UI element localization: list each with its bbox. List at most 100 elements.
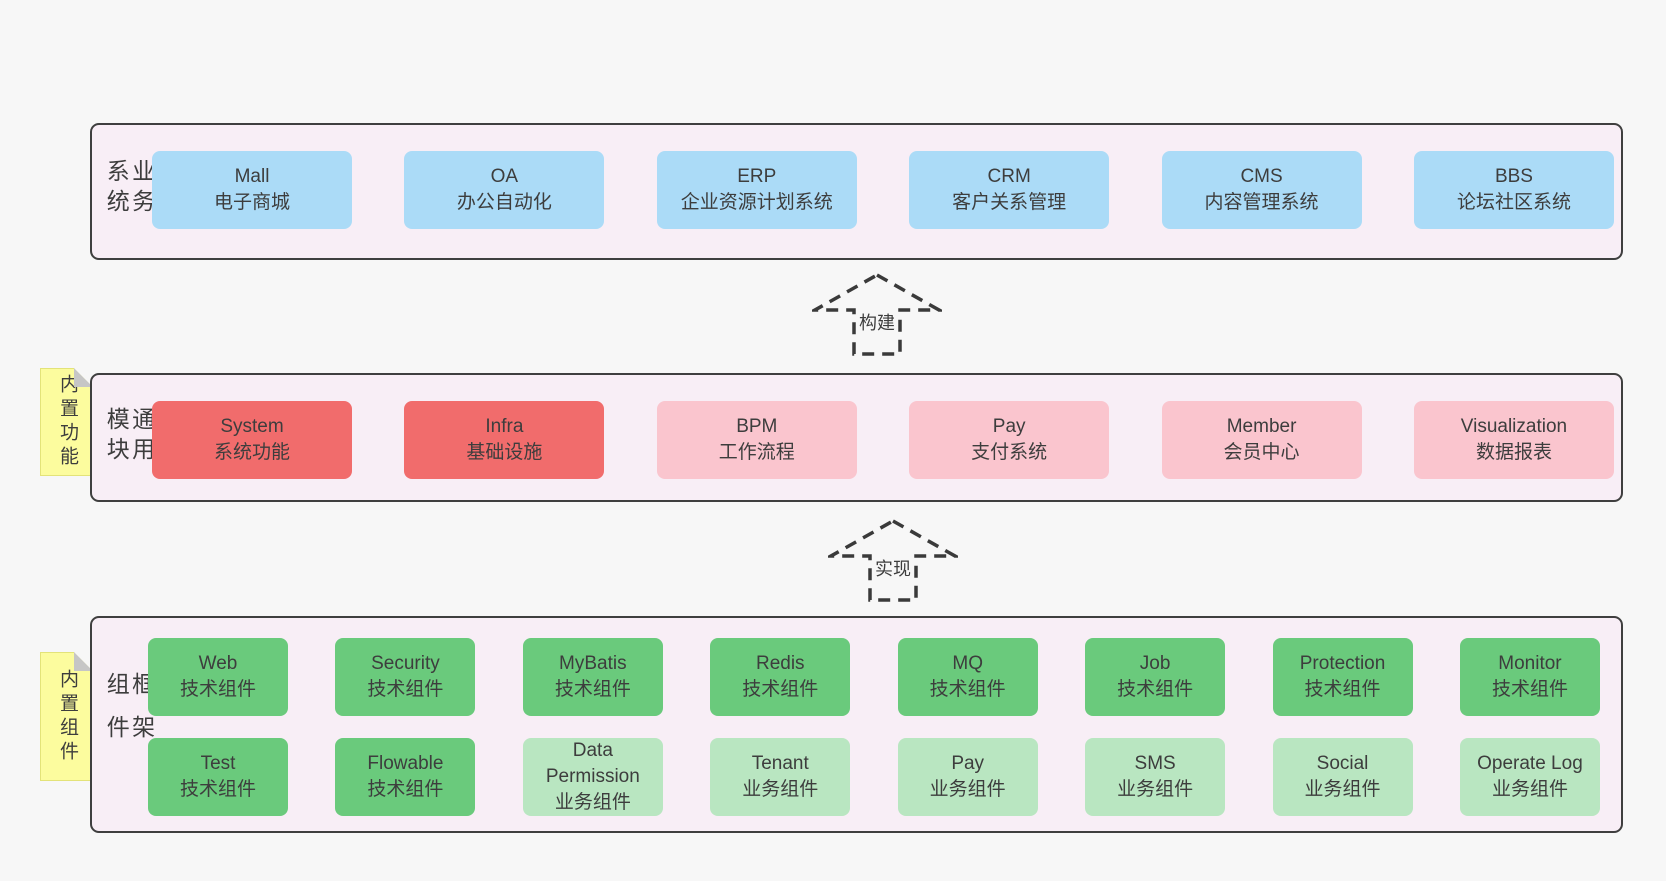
box-mq: MQ 技术组件 xyxy=(897,638,1038,716)
box-subtitle: 数据报表 xyxy=(1475,442,1552,463)
box-protection: Protection 技术组件 xyxy=(1272,638,1413,716)
box-subtitle: 技术组件 xyxy=(742,679,819,700)
box-subtitle: 业务组件 xyxy=(929,779,1006,800)
box-subtitle: 技术组件 xyxy=(1117,679,1194,700)
box-erp: ERP 企业资源计划系统 xyxy=(656,151,857,229)
common-modules-layer: 通用模块 System 系统功能 Infra 基础设施 BPM 工作流程 Pay… xyxy=(90,373,1623,502)
box-title: Test xyxy=(200,753,236,774)
box-title: MQ xyxy=(952,653,983,674)
modules-layer-label: 通用模块 xyxy=(103,406,155,467)
box-data-permission: Data Permission 业务组件 xyxy=(522,738,663,816)
built-in-functions-sticky-note: 内置功能 xyxy=(40,368,93,476)
box-title: Social xyxy=(1316,753,1369,774)
implement-arrow-icon: 实现 xyxy=(828,518,958,603)
box-title: Tenant xyxy=(751,753,809,774)
box-test: Test 技术组件 xyxy=(148,738,288,816)
box-title: BBS xyxy=(1494,166,1533,187)
box-title: Flowable xyxy=(367,753,444,774)
box-subtitle: 基础设施 xyxy=(466,442,543,463)
box-monitor: Monitor 技术组件 xyxy=(1459,638,1600,716)
box-pay: Pay 支付系统 xyxy=(909,401,1110,479)
box-subtitle: 论坛社区系统 xyxy=(1456,192,1571,213)
box-title: Data Permission xyxy=(545,740,640,787)
box-title: Member xyxy=(1226,416,1297,437)
business-box-row: Mall 电子商城 OA 办公自动化 ERP 企业资源计划系统 CRM 客户关系… xyxy=(152,151,1614,229)
box-subtitle: 办公自动化 xyxy=(456,192,552,213)
box-title: SMS xyxy=(1134,753,1176,774)
box-operate-log: Operate Log 业务组件 xyxy=(1459,738,1600,816)
box-title: Redis xyxy=(755,653,805,674)
box-subtitle: 客户关系管理 xyxy=(952,192,1067,213)
implement-arrow-label: 实现 xyxy=(872,555,914,581)
modules-box-row: System 系统功能 Infra 基础设施 BPM 工作流程 Pay 支付系统… xyxy=(152,401,1614,479)
box-subtitle: 企业资源计划系统 xyxy=(680,192,833,213)
box-title: Visualization xyxy=(1460,416,1568,437)
business-systems-layer: 业务系统 Mall 电子商城 OA 办公自动化 ERP 企业资源计划系统 CRM… xyxy=(90,123,1623,260)
build-arrow-icon: 构建 xyxy=(812,272,942,357)
box-subtitle: 技术组件 xyxy=(179,679,256,700)
box-flowable: Flowable 技术组件 xyxy=(335,738,476,816)
box-title: CRM xyxy=(987,166,1031,187)
box-title: Job xyxy=(1139,653,1171,674)
box-title: Web xyxy=(198,653,238,674)
sticky-note-text: 内置功能 xyxy=(56,374,78,470)
box-title: OA xyxy=(490,166,519,187)
framework-layer-label: 框架组件 xyxy=(103,671,155,758)
sticky-note-text: 内置组件 xyxy=(56,668,78,765)
box-crm: CRM 客户关系管理 xyxy=(909,151,1110,229)
box-title: BPM xyxy=(736,416,778,437)
framework-box-row-1: Web 技术组件 Security 技术组件 MyBatis 技术组件 Redi… xyxy=(148,638,1600,716)
box-member: Member 会员中心 xyxy=(1161,401,1362,479)
box-job: Job 技术组件 xyxy=(1085,638,1226,716)
box-oa: OA 办公自动化 xyxy=(404,151,605,229)
box-web: Web 技术组件 xyxy=(148,638,288,716)
box-subtitle: 工作流程 xyxy=(718,442,795,463)
framework-components-layer: 框架组件 Web 技术组件 Security 技术组件 MyBatis 技术组件… xyxy=(90,616,1623,833)
box-subtitle: 业务组件 xyxy=(1491,779,1568,800)
box-title: Security xyxy=(371,653,440,674)
box-title: System xyxy=(220,416,284,437)
box-title: ERP xyxy=(737,166,777,187)
box-subtitle: 技术组件 xyxy=(367,779,444,800)
box-cms: CMS 内容管理系统 xyxy=(1161,151,1362,229)
business-layer-label: 业务系统 xyxy=(103,158,155,219)
box-subtitle: 系统功能 xyxy=(213,442,290,463)
box-subtitle: 技术组件 xyxy=(367,679,444,700)
build-arrow-label: 构建 xyxy=(856,309,898,335)
box-subtitle: 技术组件 xyxy=(1491,679,1568,700)
box-subtitle: 技术组件 xyxy=(554,679,631,700)
box-subtitle: 会员中心 xyxy=(1223,442,1300,463)
box-subtitle: 技术组件 xyxy=(1304,679,1381,700)
box-subtitle: 技术组件 xyxy=(929,679,1006,700)
box-title: Protection xyxy=(1299,653,1386,674)
box-mybatis: MyBatis 技术组件 xyxy=(522,638,663,716)
box-tenant: Tenant 业务组件 xyxy=(710,738,851,816)
framework-box-row-2: Test 技术组件 Flowable 技术组件 Data Permission … xyxy=(148,738,1600,816)
built-in-components-sticky-note: 内置组件 xyxy=(40,652,93,781)
box-title: Operate Log xyxy=(1477,753,1583,774)
box-title: CMS xyxy=(1240,166,1283,187)
box-title: Pay xyxy=(951,753,985,774)
box-subtitle: 电子商城 xyxy=(213,192,290,213)
box-title: Pay xyxy=(992,416,1026,437)
box-subtitle: 内容管理系统 xyxy=(1204,192,1319,213)
box-mall: Mall 电子商城 xyxy=(152,151,352,229)
box-bbs: BBS 论坛社区系统 xyxy=(1413,151,1614,229)
box-redis: Redis 技术组件 xyxy=(710,638,851,716)
box-pay-business: Pay 业务组件 xyxy=(897,738,1038,816)
box-social: Social 业务组件 xyxy=(1272,738,1413,816)
box-subtitle: 业务组件 xyxy=(554,792,631,813)
box-subtitle: 技术组件 xyxy=(179,779,256,800)
box-title: Mall xyxy=(234,166,270,187)
box-sms: SMS 业务组件 xyxy=(1085,738,1226,816)
box-system: System 系统功能 xyxy=(152,401,352,479)
box-subtitle: 业务组件 xyxy=(1117,779,1194,800)
box-subtitle: 业务组件 xyxy=(1304,779,1381,800)
box-subtitle: 业务组件 xyxy=(742,779,819,800)
box-subtitle: 支付系统 xyxy=(971,442,1048,463)
box-security: Security 技术组件 xyxy=(335,638,476,716)
box-title: MyBatis xyxy=(559,653,627,674)
box-bpm: BPM 工作流程 xyxy=(656,401,857,479)
box-visualization: Visualization 数据报表 xyxy=(1413,401,1614,479)
